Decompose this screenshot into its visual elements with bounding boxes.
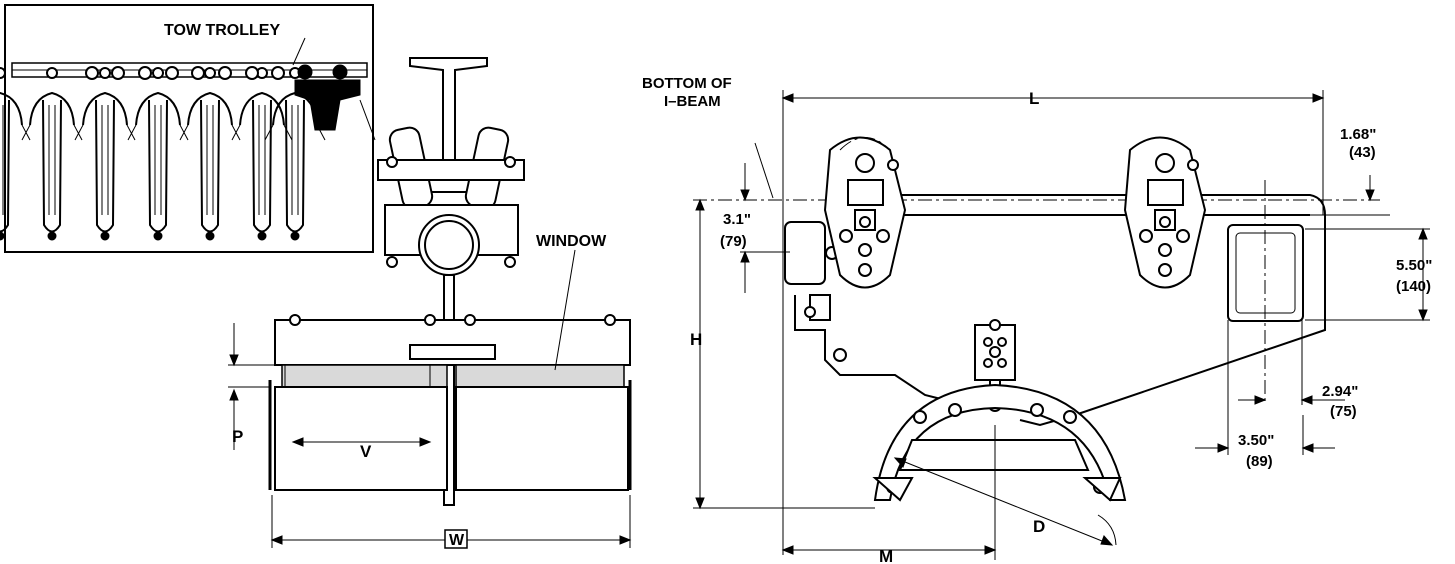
tow-trolley-label: TOW TROLLEY <box>164 22 280 39</box>
tow-trolley-body <box>294 79 361 131</box>
side-view: BOTTOM OF I–BEAM L 1.68" (43) 3.1" (79) … <box>642 75 1432 564</box>
dim-3-1-in: 3.1" <box>723 211 751 228</box>
window <box>281 364 448 388</box>
dim-5-50-mm: (140) <box>1396 278 1431 295</box>
dim-w-label: W <box>449 532 465 549</box>
trolley-wheels <box>85 66 285 80</box>
collector-carriers <box>0 67 326 241</box>
front-view: WINDOW P V W <box>228 57 632 549</box>
dim-h-label: H <box>690 330 702 349</box>
dim-v-label: V <box>360 442 372 461</box>
dim-d-label: D <box>1033 517 1045 536</box>
bottom-of-ibeam-label-2: I–BEAM <box>664 93 721 110</box>
dim-5-50-in: 5.50" <box>1396 257 1432 274</box>
window-label: WINDOW <box>536 233 607 250</box>
dim-l-label: L <box>1029 89 1039 108</box>
inset-tow-trolley: TOW TROLLEY <box>0 4 376 253</box>
dim-1-68-in: 1.68" <box>1340 126 1376 143</box>
dim-3-1-mm: (79) <box>720 233 747 250</box>
dim-2-94-mm: (75) <box>1330 403 1357 420</box>
bottom-of-ibeam-label-1: BOTTOM OF <box>642 75 732 92</box>
dim-1-68-mm: (43) <box>1349 144 1376 161</box>
trolley-assembly-right <box>1123 136 1207 289</box>
dim-p-label: P <box>232 427 243 446</box>
trolley-assembly-left <box>823 136 907 289</box>
dim-2-94-in: 2.94" <box>1322 383 1358 400</box>
dim-3-50-in: 3.50" <box>1238 432 1274 449</box>
dim-m-label: M <box>879 547 893 564</box>
dim-3-50-mm: (89) <box>1246 453 1273 470</box>
